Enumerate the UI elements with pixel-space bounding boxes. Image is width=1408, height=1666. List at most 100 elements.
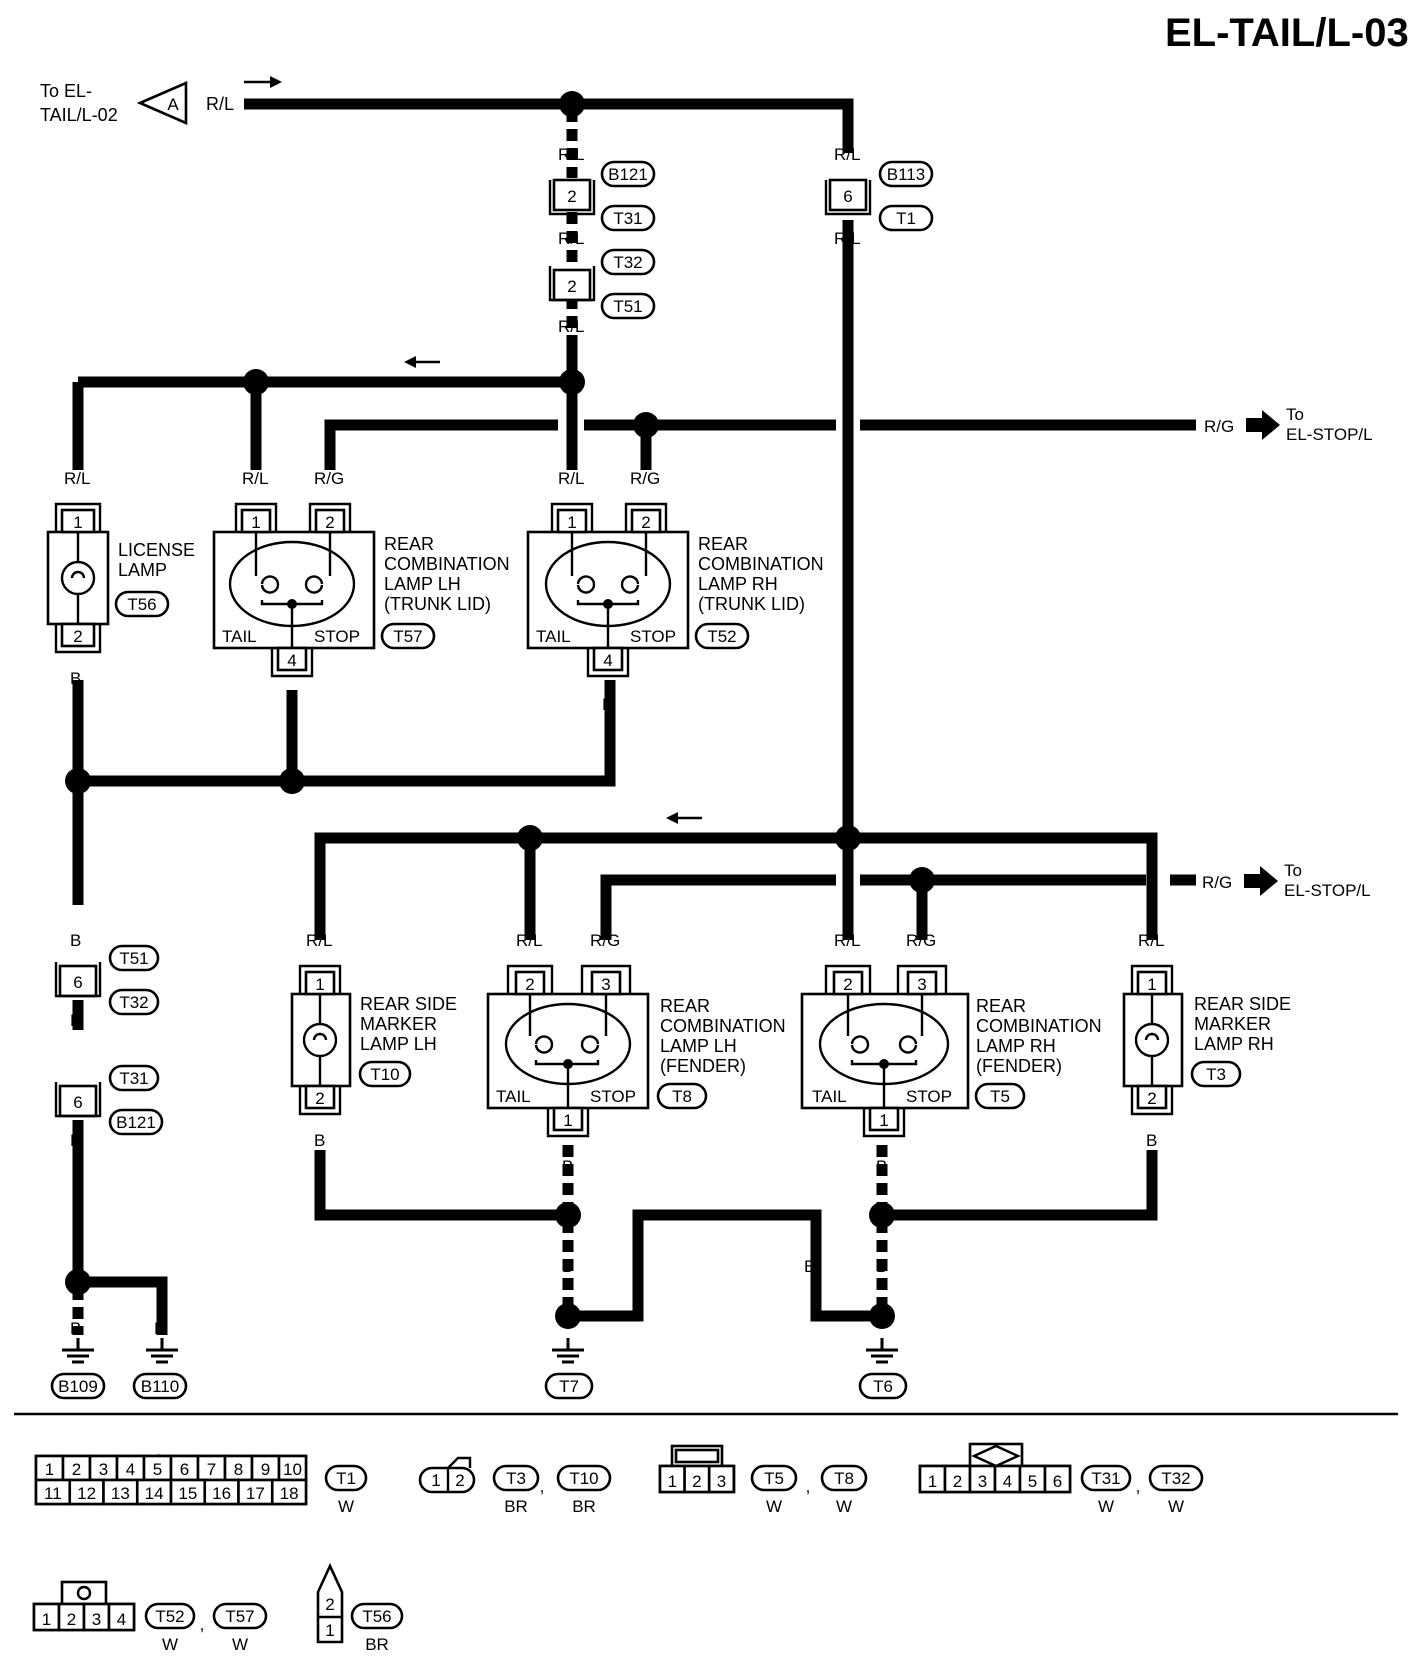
connector-body — [108, 1064, 160, 1092]
connector-body — [108, 988, 160, 1016]
link-from-el-tail-l-02[interactable]: To EL- TAIL/L-02 A R/L — [40, 76, 282, 125]
legend-pin-number: 4 — [117, 1610, 126, 1629]
diagram-label: STOP — [906, 1087, 952, 1106]
connector-body — [350, 1602, 404, 1630]
diagram-label: R/G — [590, 931, 620, 950]
diagram-label: LAMP LH — [384, 574, 461, 594]
diagram-label: W — [766, 1497, 782, 1516]
diagram-shape — [600, 874, 836, 940]
legend-pin-number: 16 — [212, 1484, 231, 1503]
inline-connector-t51-t32[interactable]: B 6 T51 T32 B — [54, 931, 160, 1030]
legend-pin-cell — [102, 1478, 139, 1506]
diagram-label: 3 — [917, 975, 926, 994]
diagram-label: T10 — [370, 1065, 399, 1084]
connector-body — [492, 1464, 540, 1492]
rear-side-marker-lamp-rh[interactable]: R/L 1 2 REAR SIDE MARKER LAMP RH T3 B — [1122, 931, 1291, 1150]
diagram-label: 2 — [843, 975, 852, 994]
diagram-label: 1 — [73, 513, 82, 532]
rear-combination-lamp-lh-fender[interactable]: R/L R/G 2 3 TAIL STOP 1 REAR COMBINATION… — [486, 931, 786, 1176]
diagram-label: STOP — [630, 627, 676, 646]
legend-pin-number: 1 — [928, 1472, 937, 1491]
legend-pin-number: 9 — [261, 1460, 270, 1479]
junction-dot — [869, 1303, 895, 1329]
diagram-label: T6 — [873, 1377, 893, 1396]
connector-body — [600, 160, 656, 188]
junction-dot — [563, 1059, 573, 1069]
ground-b109: B109 — [50, 1338, 106, 1400]
diagram-label: B113 — [887, 165, 925, 184]
diagram-shape — [666, 812, 678, 824]
connector-body — [1136, 1084, 1168, 1110]
ground-b110: B110 — [132, 1338, 188, 1400]
diagram-shape — [824, 180, 872, 216]
diagram-label: R/L — [558, 317, 584, 336]
diagram-label: T51 — [613, 297, 642, 316]
diagram-label: LAMP RH — [976, 1036, 1056, 1056]
diagram-label: T51 — [119, 949, 148, 968]
diagram-label: BR — [504, 1497, 528, 1516]
diagram-label: REAR — [976, 996, 1026, 1016]
diagram-label: 2 — [455, 1471, 464, 1490]
diagram-label: BR — [365, 1635, 389, 1654]
link-to-el-stop-l-upper[interactable]: R/G To EL-STOP/L — [1204, 405, 1373, 444]
diagram-label: B109 — [58, 1377, 98, 1396]
link-to-el-stop-l-lower[interactable]: R/G To EL-STOP/L — [1202, 861, 1371, 900]
connector-body — [108, 1108, 164, 1136]
legend-connector-t3-t10: 1 2 T3 , T10 BR BR — [418, 1456, 612, 1516]
legend-pin-number: 7 — [207, 1460, 216, 1479]
connector-body — [592, 646, 624, 672]
diagram-label: 1 — [431, 1471, 440, 1490]
diagram-label: 2 — [325, 1595, 334, 1614]
diagram-label: R/L — [516, 931, 542, 950]
diagram-label: TAIL/L-02 — [40, 105, 118, 125]
connector-body — [58, 1084, 98, 1118]
diagram-label: W — [836, 1497, 852, 1516]
diagram-shape — [136, 81, 188, 125]
junction-dots — [65, 91, 935, 1329]
junction-dot — [287, 599, 297, 609]
diagram-shape — [586, 648, 630, 678]
inline-connector-b113-t1[interactable]: R/L 6 B113 T1 R/L — [824, 145, 934, 248]
diagram-label: T31 — [1091, 1469, 1120, 1488]
diagram-label: B — [562, 1257, 573, 1276]
diagram-label: 2 — [641, 513, 650, 532]
diagram-label: , — [806, 1477, 811, 1496]
diagram-label: 2 — [1147, 1089, 1156, 1108]
rear-side-marker-lamp-lh[interactable]: R/L 1 2 REAR SIDE MARKER LAMP LH T10 B — [290, 931, 457, 1150]
rear-combination-lamp-rh-trunk-lid[interactable]: R/L R/G 1 2 TAIL STOP 4 REAR COMBINATION… — [526, 469, 824, 714]
diagram-label: , — [540, 1477, 545, 1496]
legend-pin-number: 3 — [978, 1472, 987, 1491]
inline-connector-t31-b121[interactable]: 6 T31 B121 B — [54, 1064, 164, 1150]
connector-body — [674, 1448, 720, 1464]
diagram-label: R/L — [558, 229, 584, 248]
license-lamp[interactable]: R/L 1 2 LICENSE LAMP T56 B — [46, 469, 195, 688]
legend-pin-number: 13 — [111, 1484, 130, 1503]
rear-combination-lamp-lh-trunk-lid[interactable]: R/L R/G 1 2 TAIL STOP 4 REAR COMBINATION… — [212, 469, 510, 714]
legend-pin-number: 2 — [72, 1460, 81, 1479]
junction-dot — [243, 369, 269, 395]
rear-combination-lamp-rh-fender[interactable]: R/L R/G 2 3 TAIL STOP 1 REAR COMBINATION… — [800, 931, 1102, 1176]
diagram-label: 2 — [525, 975, 534, 994]
inline-connector-t32-t51[interactable]: 2 T32 T51 R/L — [548, 248, 656, 336]
junction-dot — [559, 369, 585, 395]
junction-dot — [909, 867, 935, 893]
diagram-label: TAIL — [496, 1087, 531, 1106]
connector-body — [868, 1106, 900, 1132]
inline-connector-b121-t31[interactable]: R/L 2 B121 T31 R/L — [548, 145, 656, 248]
connector-body — [132, 1372, 188, 1400]
diagram-label: TAIL — [222, 627, 257, 646]
legend-pin-cell — [196, 1454, 227, 1482]
diagram-label: B — [314, 1131, 325, 1150]
diagram-label: T7 — [559, 1377, 579, 1396]
diagram-label: B — [70, 931, 81, 950]
diagram-label: T52 — [155, 1607, 184, 1626]
diagram-label: LAMP LH — [360, 1034, 437, 1054]
diagram-label: 1 — [563, 1111, 572, 1130]
legend-pin-number: 1 — [42, 1610, 51, 1629]
diagram-label: COMBINATION — [384, 554, 510, 574]
diagram-label: B — [562, 1157, 573, 1176]
connector-body — [212, 1602, 268, 1630]
diagram-label: A — [167, 95, 179, 114]
diagram-shape — [324, 419, 558, 470]
